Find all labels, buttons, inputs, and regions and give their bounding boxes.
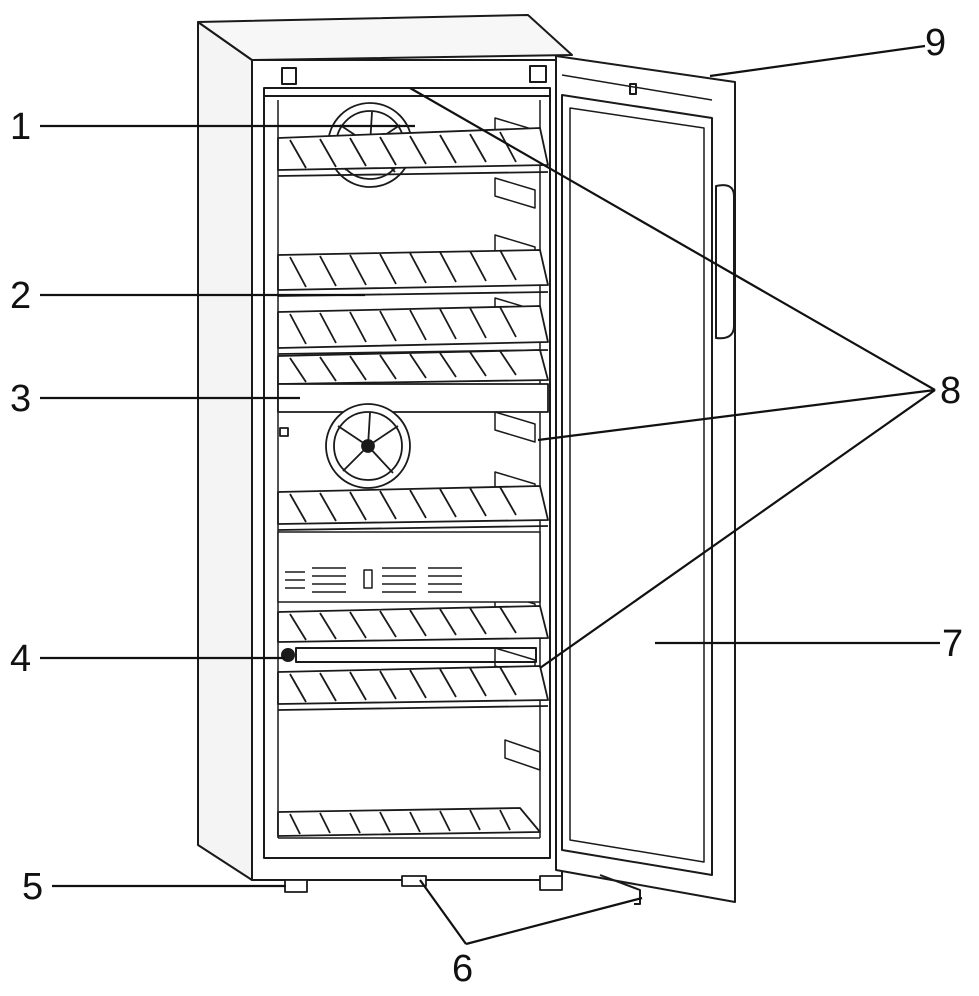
bottom-tray [277,807,541,837]
cabinet-body [197,14,573,881]
callout-4: 4 [10,638,32,680]
shelf-2 [277,249,549,297]
callout-7: 7 [942,623,964,665]
callout-8: 8 [940,370,962,412]
shelf-4 [277,349,549,385]
callout-5: 5 [22,866,44,908]
shelf-1 [277,127,549,177]
shelf-7 [277,665,549,711]
vent-panel [277,531,541,603]
callout-1: 1 [10,106,32,148]
shelf-6 [277,605,549,643]
middle-fan-icon [279,403,411,489]
glass-door [555,55,736,905]
callout-9: 9 [925,22,947,64]
shelf-3 [277,305,549,355]
shelf-5 [277,485,549,531]
callout-2: 2 [10,275,32,317]
door-handle [715,184,735,340]
shelves [277,127,549,837]
callout-6: 6 [452,948,474,990]
leader-lines [40,44,940,946]
cabinet-feet [284,875,563,893]
divider-panel [277,383,549,413]
callout-3: 3 [10,378,32,420]
